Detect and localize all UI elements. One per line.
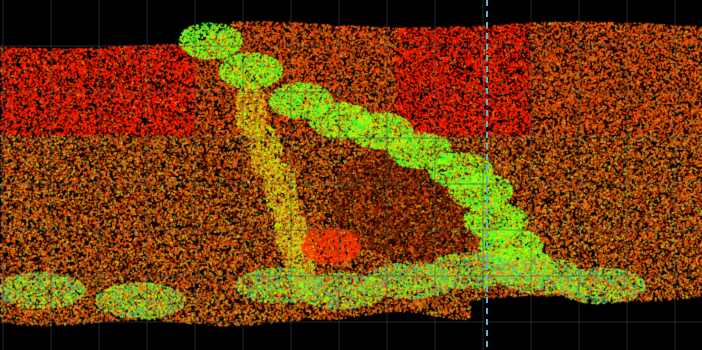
point-cloud-viewport[interactable] xyxy=(0,0,702,350)
point-cloud-render[interactable] xyxy=(0,0,702,350)
